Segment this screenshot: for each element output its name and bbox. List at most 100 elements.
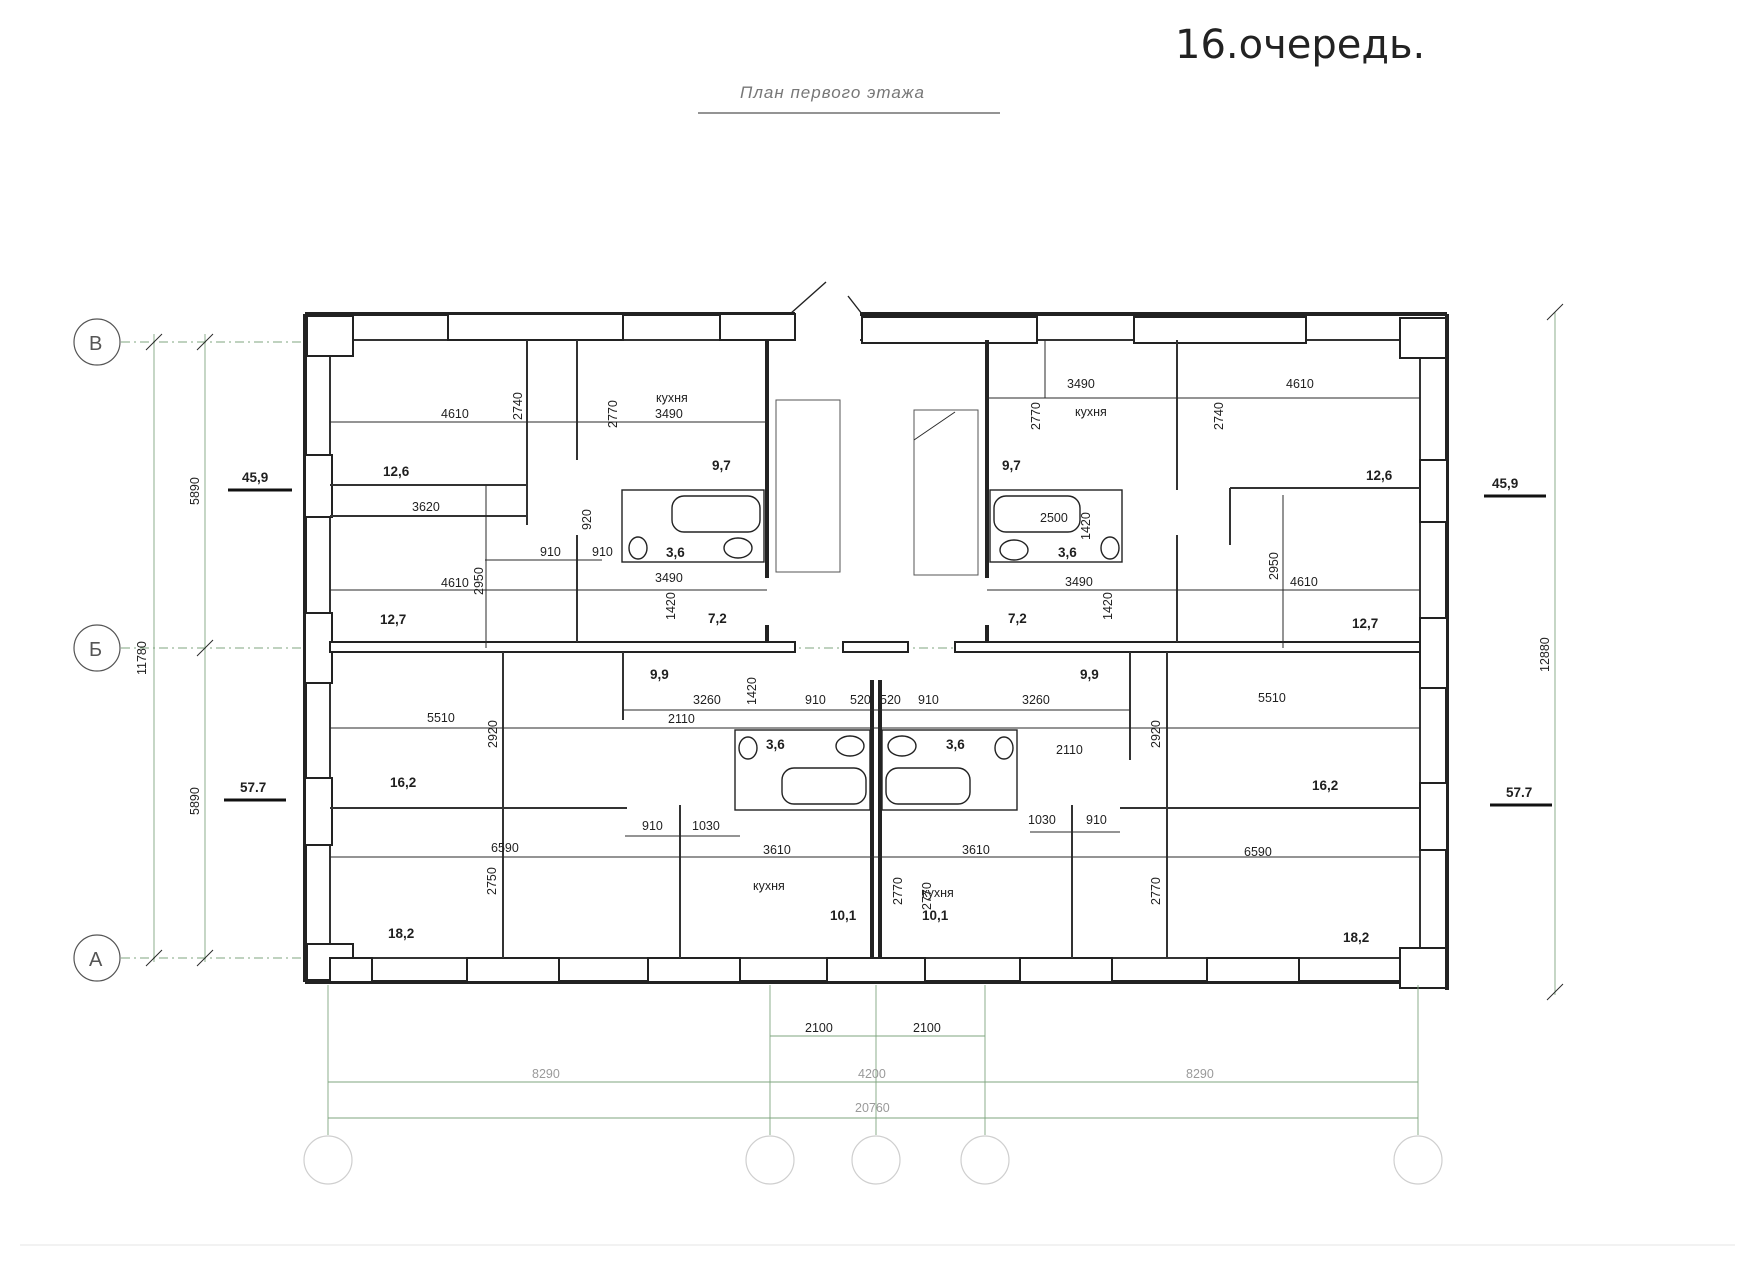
partitions — [330, 340, 1420, 958]
plan-title: План первого этажа — [740, 83, 925, 102]
apartment-totals: 45,9 45,9 57.7 57.7 — [224, 470, 1552, 807]
sink-icon — [1100, 536, 1120, 560]
dim: 8290 — [1186, 1067, 1214, 1081]
left-top-dim: 5890 — [188, 477, 202, 505]
axis-bubble-faint — [745, 1135, 795, 1185]
area-br-kitchen: 10,1 — [922, 908, 949, 923]
area-tr-living2: 12,7 — [1352, 616, 1378, 631]
dims-bottom-right: 520 910 3260 5510 2920 2110 1030 910 361… — [880, 691, 1286, 910]
axis-b-bubble — [73, 624, 121, 672]
total-top-left: 45,9 — [242, 470, 268, 485]
windows — [304, 313, 1448, 983]
dim: 3490 — [655, 407, 683, 421]
outer-walls — [303, 281, 1449, 990]
dim: 4610 — [441, 576, 469, 590]
dim: 2500 — [1040, 511, 1068, 525]
window — [647, 957, 741, 983]
total-bottom-left: 57.7 — [240, 780, 266, 795]
entrance-door-right — [847, 295, 863, 315]
fixtures — [621, 489, 1123, 811]
area-tr-hall: 7,2 — [1008, 611, 1027, 626]
dim: 920 — [580, 509, 594, 530]
toilet-icon — [999, 539, 1029, 561]
handwritten-note: 16.очередь. — [1175, 22, 1425, 68]
bathtub-icon — [993, 495, 1081, 533]
dim: 1420 — [664, 592, 678, 620]
dim: 1030 — [1028, 813, 1056, 827]
dim: 2110 — [668, 712, 695, 726]
dim: 2770 — [606, 400, 620, 428]
dim: 3260 — [693, 693, 721, 707]
room-kitchen-tl: кухня — [656, 391, 688, 405]
axis-a: А — [73, 934, 330, 982]
window — [1019, 957, 1113, 983]
total-top-right: 45,9 — [1492, 476, 1518, 491]
room-labels: кухня кухня кухня кухня — [656, 391, 1107, 900]
area-bl-kitchen: 10,1 — [830, 908, 857, 923]
dim: 2740 — [1212, 402, 1226, 430]
window — [719, 313, 796, 341]
area-bl-living2: 18,2 — [388, 926, 414, 941]
bathroom-outline — [881, 729, 1018, 811]
sink-icon — [738, 736, 758, 760]
axis-bubble-faint — [1393, 1135, 1443, 1185]
axis-b-label: Б — [89, 639, 102, 661]
axis-a-label: А — [89, 949, 103, 971]
dim: 2920 — [486, 720, 500, 748]
right-dimensions: 12880 — [1538, 303, 1564, 1001]
bathroom-outline — [989, 489, 1123, 563]
dim: 1420 — [1079, 512, 1093, 540]
dim: 3610 — [962, 843, 990, 857]
toilet-icon — [835, 735, 865, 757]
corridor-walls — [329, 641, 1421, 653]
dim: 2100 — [805, 1021, 833, 1035]
room-kitchen-tr: кухня — [1075, 405, 1107, 419]
dim: 3610 — [763, 843, 791, 857]
area-br-hall: 9,9 — [1080, 667, 1099, 682]
entrance-door-left — [789, 281, 827, 315]
window — [1133, 316, 1307, 344]
toilet-icon — [887, 735, 917, 757]
total-bottom-right: 57.7 — [1506, 785, 1532, 800]
area-tl-bath: 3,6 — [666, 545, 685, 560]
window — [861, 316, 1038, 344]
dim: 3260 — [1022, 693, 1050, 707]
dim: 910 — [592, 545, 613, 559]
dim: 2950 — [1267, 552, 1281, 580]
dim: 520 — [850, 693, 871, 707]
window — [1419, 459, 1448, 523]
window — [329, 957, 373, 983]
dim: 2750 — [485, 867, 499, 895]
window — [447, 313, 624, 341]
interior-dim-lines — [330, 340, 1420, 858]
area-tl-kitchen: 9,7 — [712, 458, 731, 473]
dim: 520 — [880, 693, 901, 707]
dim: 910 — [918, 693, 939, 707]
left-bottom-dim: 5890 — [188, 787, 202, 815]
left-dimensions: 11780 5890 5890 — [135, 333, 214, 967]
window — [1419, 617, 1448, 689]
bathtub-icon — [671, 495, 761, 533]
axis-bubble-faint — [303, 1135, 353, 1185]
dim: 6590 — [491, 841, 519, 855]
axis-bubble-faint — [851, 1135, 901, 1185]
dim: 2920 — [1149, 720, 1163, 748]
dim: 910 — [805, 693, 826, 707]
axis-bubble-faint — [960, 1135, 1010, 1185]
dim: 4610 — [441, 407, 469, 421]
dim: 4610 — [1290, 575, 1318, 589]
dims-top-left: 4610 2740 2770 3490 3620 920 910 910 295… — [412, 392, 683, 620]
dim: 3490 — [1067, 377, 1095, 391]
dim: 910 — [540, 545, 561, 559]
dim: 4200 — [858, 1067, 886, 1081]
dim: 6590 — [1244, 845, 1272, 859]
dim: 2100 — [913, 1021, 941, 1035]
dim: 1030 — [692, 819, 720, 833]
window — [826, 957, 926, 983]
bathtub-icon — [781, 767, 867, 805]
area-tl-hall: 7,2 — [708, 611, 727, 626]
left-total-dim: 11780 — [135, 641, 149, 675]
window — [304, 454, 333, 518]
dim: 2770 — [891, 877, 905, 905]
